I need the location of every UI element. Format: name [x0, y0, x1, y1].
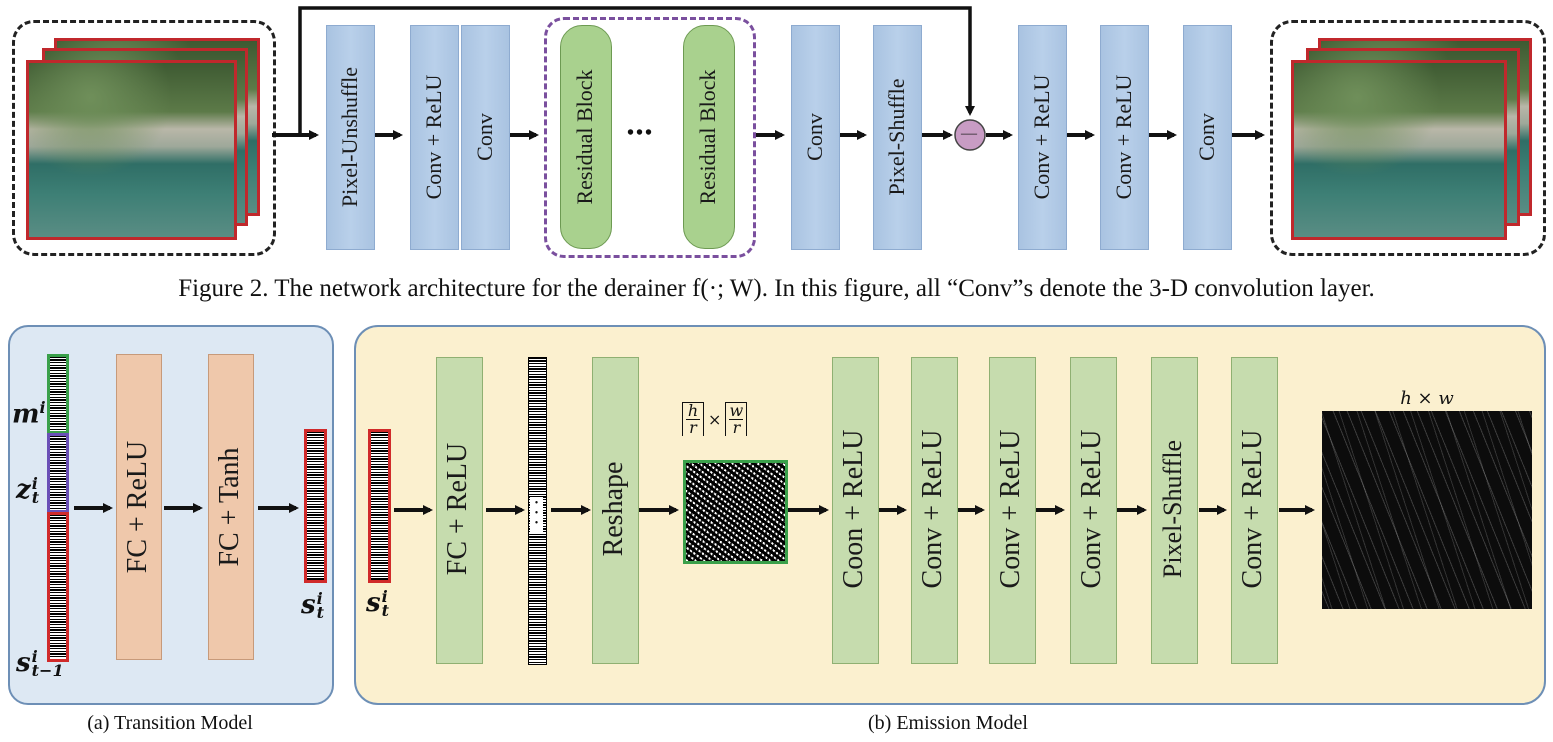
emission-block-5	[1151, 357, 1198, 664]
s-out-vector	[304, 429, 327, 583]
emission-block-label-6: Conv + ReLU	[1237, 429, 1268, 589]
conv-relu-block-3	[1100, 25, 1149, 250]
input-frames-group	[12, 20, 276, 256]
m-sup: i	[39, 398, 46, 417]
residual-block-2	[683, 25, 735, 249]
subtract-symbol: —	[961, 125, 977, 142]
fc-relu-label-emission: FC + ReLU	[442, 442, 473, 576]
fc-relu-block-emission	[436, 357, 483, 664]
pixel-shuffle-block	[873, 25, 922, 250]
residual-block-label-2: Residual Block	[695, 69, 720, 205]
s-out-sub: t	[316, 603, 325, 622]
s-out-symbol: s	[301, 590, 316, 620]
pixel-shuffle-label: Pixel-Shuffle	[884, 78, 909, 196]
emission-block-3	[989, 357, 1036, 664]
emission-arrows	[394, 505, 1315, 515]
fc-relu-label-transition: FC + ReLU	[122, 440, 153, 574]
reshape-label: Reshape	[598, 461, 629, 557]
fc-relu-block-transition	[116, 354, 162, 660]
conv-relu-label-3: Conv + ReLU	[1111, 74, 1136, 200]
dim-r1: r	[689, 418, 697, 437]
emission-block-label-4: Conv + ReLU	[1076, 429, 1107, 589]
emission-block-4	[1070, 357, 1117, 664]
z-sub: t	[31, 488, 40, 507]
emission-block-label-3: Conv + ReLU	[995, 429, 1026, 589]
emission-block-label-5: Pixel-Shuffle	[1158, 439, 1187, 579]
conv-label-2: Conv	[802, 113, 827, 161]
top-connectors	[272, 6, 1265, 151]
s-prev-vector-segment	[47, 512, 69, 662]
residual-block-1	[560, 25, 612, 249]
pixel-unshuffle-block	[326, 25, 375, 250]
output-frame-1	[1291, 60, 1507, 240]
figure-caption: Figure 2. The network architecture for t…	[178, 275, 1375, 302]
residual-group	[544, 17, 756, 258]
ellipsis: •••	[627, 122, 655, 144]
emission-block-6	[1231, 357, 1278, 664]
emission-block-label-1: Coon + ReLU	[838, 429, 869, 589]
conv-relu-block-2	[1018, 25, 1067, 250]
s-prev-sub: t−1	[31, 661, 64, 680]
reshape-block	[592, 357, 639, 664]
skip-connection	[298, 6, 975, 135]
conv-label-3: Conv	[1194, 113, 1219, 161]
dim-r2: r	[732, 418, 741, 437]
conv-relu-label-1: Conv + ReLU	[421, 74, 446, 200]
conv-relu-block-1	[410, 25, 459, 250]
z-symbol: z	[16, 475, 31, 505]
emission-input-sub: t	[381, 601, 390, 620]
conv-relu-label-2: Conv + ReLU	[1029, 74, 1054, 200]
dim-label: h r × w r	[682, 401, 748, 437]
dim-h: h	[687, 401, 699, 420]
emission-block-1	[832, 357, 879, 664]
z-vector-segment	[47, 433, 69, 513]
fc-tanh-block	[208, 354, 254, 660]
fc-tanh-label: FC + Tanh	[214, 447, 245, 567]
subtract-node	[954, 119, 986, 151]
conv-block-3	[1183, 25, 1232, 250]
emission-input-sup: i	[381, 587, 388, 606]
rain-streak-map	[1322, 411, 1532, 609]
output-dim-label: h × w	[1400, 388, 1454, 409]
z-sup: i	[31, 474, 38, 493]
output-frames-group	[1270, 20, 1546, 256]
s-prev-symbol: s	[16, 648, 31, 678]
s-out-sup: i	[316, 589, 323, 608]
conv-block-1	[461, 25, 510, 250]
dim-w: w	[729, 401, 744, 420]
pixel-unshuffle-label: Pixel-Unshuffle	[337, 66, 362, 208]
s-prev-sup: i	[31, 647, 38, 666]
emission-block-label-2: Conv + ReLU	[917, 429, 948, 589]
conv-block-2	[791, 25, 840, 250]
m-label: mi	[12, 398, 46, 430]
emission-input-vector	[368, 429, 391, 583]
dim-times: ×	[708, 409, 722, 429]
transition-arrows	[74, 503, 299, 513]
conv-label-1: Conv	[472, 113, 497, 161]
feature-vector-ellipsis: •••	[534, 498, 539, 529]
m-symbol: m	[12, 399, 40, 430]
residual-block-label-1: Residual Block	[572, 69, 597, 205]
m-vector-segment	[47, 354, 69, 434]
reshaped-noise-map	[683, 460, 788, 564]
emission-block-2	[911, 357, 958, 664]
emission-caption: (b) Emission Model	[868, 712, 1028, 734]
input-frame-1	[26, 60, 237, 240]
transition-caption: (a) Transition Model	[87, 712, 253, 734]
feature-vector-ellipsis-bg	[530, 497, 543, 533]
emission-input-symbol: s	[366, 588, 381, 618]
